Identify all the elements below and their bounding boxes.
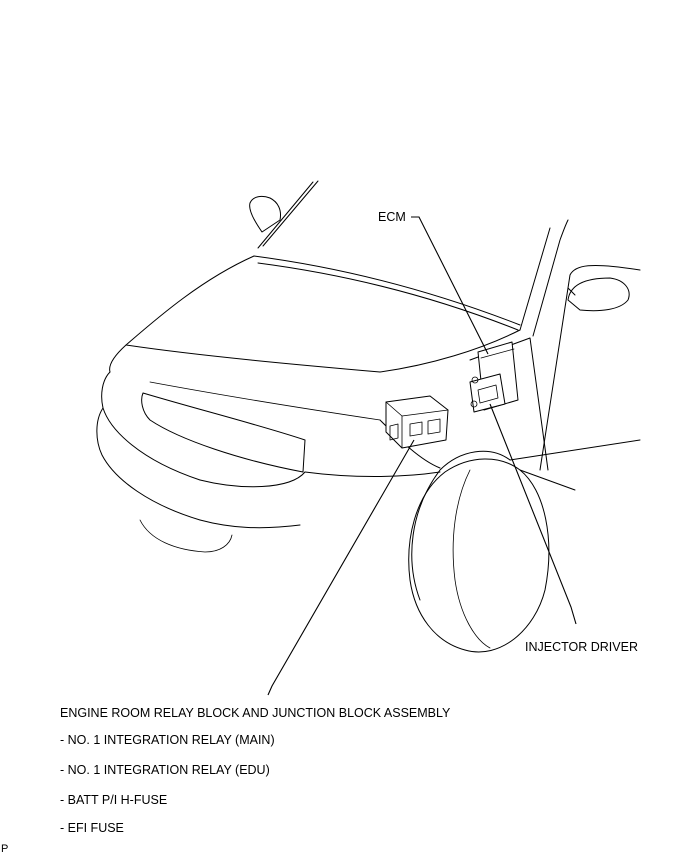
- front-bumper: [101, 371, 201, 481]
- relay-block-unit: [385, 395, 449, 449]
- relay-item-efi-fuse: - EFI FUSE: [60, 821, 124, 835]
- vehicle-body: [96, 180, 641, 653]
- right-mirror: [567, 277, 630, 312]
- injector-driver-unit: [469, 373, 506, 413]
- windshield-left-edge: [257, 181, 314, 249]
- relay-item-edu: - NO. 1 INTEGRATION RELAY (EDU): [60, 763, 270, 777]
- grille: [141, 392, 306, 473]
- injector-driver-label: INJECTOR DRIVER: [525, 640, 638, 654]
- corner-mark: P: [1, 843, 9, 855]
- leader-relay-block: [267, 439, 415, 696]
- wheel-arch: [411, 450, 511, 601]
- front-tire: [408, 458, 550, 653]
- a-pillar: [519, 227, 551, 331]
- relay-item-batt-fuse: - BATT P/I H-FUSE: [60, 793, 168, 807]
- relay-block-label: ENGINE ROOM RELAY BLOCK AND JUNCTION BLO…: [60, 706, 451, 720]
- ecm-label: ECM: [378, 210, 406, 224]
- left-mirror: [249, 195, 281, 233]
- hood-edge: [109, 255, 255, 373]
- relay-item-main: - NO. 1 INTEGRATION RELAY (MAIN): [60, 733, 275, 747]
- leader-injector-driver: [489, 403, 577, 625]
- leader-ecm: [411, 216, 489, 355]
- windshield-base: [253, 255, 521, 326]
